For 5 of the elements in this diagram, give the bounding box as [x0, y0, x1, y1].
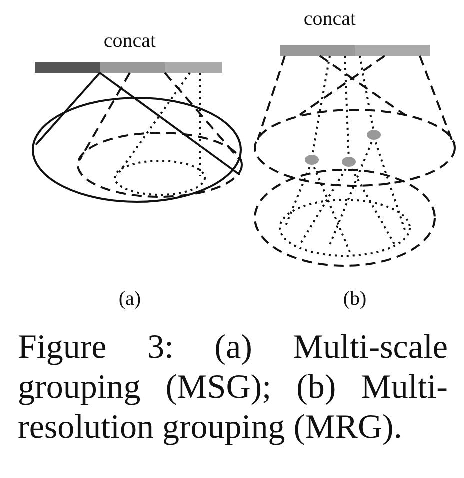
panel-label: (a) [118, 288, 142, 311]
panel-label: (b) [343, 288, 367, 311]
concat-label: concat [104, 30, 156, 53]
figure-caption: Figure 3: (a) Multi-scale grouping (MSG); (b) Multi-resolution grouping (MRG). [18, 328, 448, 448]
concat-label: concat [304, 8, 356, 31]
